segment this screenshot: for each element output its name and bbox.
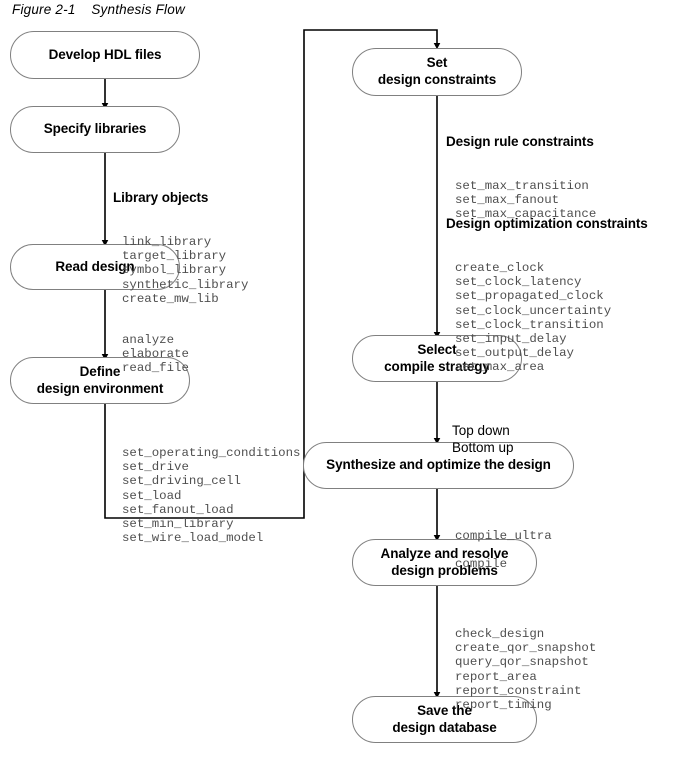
node-label: Develop HDL files <box>48 46 162 62</box>
annotation-design-rule-constraints: Design rule constraints set_max_transiti… <box>446 104 596 252</box>
node-label: Analyze and resolve design problems <box>380 545 509 578</box>
annotation-design-optimization-constraints: Design optimization constraints create_c… <box>446 186 648 405</box>
annotation-commands: check_design create_qor_snapshot query_q… <box>455 627 597 713</box>
node-analyze-and-resolve[interactable]: Analyze and resolve design problems <box>352 539 537 586</box>
annotation-read-design-commands: analyze elaborate read_file <box>122 303 189 406</box>
connector-define-to-set-constraints <box>104 29 441 519</box>
node-label: Synthesize and optimize the design <box>326 457 551 473</box>
figure-caption: Figure 2-1 Synthesis Flow <box>12 2 185 17</box>
node-label: Select compile strategy <box>384 341 490 374</box>
node-label: Set design constraints <box>377 55 497 87</box>
node-save-design-database[interactable]: Save the design database <box>352 696 537 743</box>
annotation-heading: Design optimization constraints <box>446 216 648 231</box>
annotation-commands: compile_ultra compile <box>455 529 552 572</box>
node-label: Specify libraries <box>43 121 147 137</box>
annotation-heading: Library objects <box>113 190 209 205</box>
annotation-compile-commands: compile_ultra compile <box>455 499 552 602</box>
annotation-commands: set_max_transition set_max_fanout set_ma… <box>455 179 597 222</box>
node-synthesize-and-optimize[interactable]: Synthesize and optimize the design <box>303 442 574 489</box>
annotation-save-commands: write_file <box>455 744 529 770</box>
node-specify-libraries[interactable]: Specify libraries <box>10 106 180 153</box>
node-label: Define design environment <box>36 363 164 396</box>
annotation-library-objects: Library objects link_library target_libr… <box>113 160 248 336</box>
node-read-design[interactable]: Read design <box>10 244 180 290</box>
annotation-commands: set_operating_conditions set_drive set_d… <box>122 446 301 546</box>
annotation-commands: analyze elaborate read_file <box>122 333 189 376</box>
annotation-analysis-commands: check_design create_qor_snapshot query_q… <box>455 597 596 742</box>
annotation-commands: link_library target_library symbol_libra… <box>122 235 249 306</box>
node-select-compile-strategy[interactable]: Select compile strategy <box>352 335 522 382</box>
node-label: Read design <box>55 258 135 274</box>
annotation-compile-strategy-options: Top down Bottom up <box>452 392 514 486</box>
node-develop-hdl-files[interactable]: Develop HDL files <box>10 31 200 79</box>
node-define-design-environment[interactable]: Define design environment <box>10 357 190 404</box>
annotation-design-environment-commands: set_operating_conditions set_drive set_d… <box>122 416 300 575</box>
annotation-options: Top down Bottom up <box>452 423 514 455</box>
node-set-design-constraints[interactable]: Set design constraints <box>352 48 522 96</box>
annotation-heading: Design rule constraints <box>446 134 594 149</box>
node-label: Save the design database <box>392 702 497 735</box>
annotation-commands: create_clock set_clock_latency set_propa… <box>455 261 612 375</box>
